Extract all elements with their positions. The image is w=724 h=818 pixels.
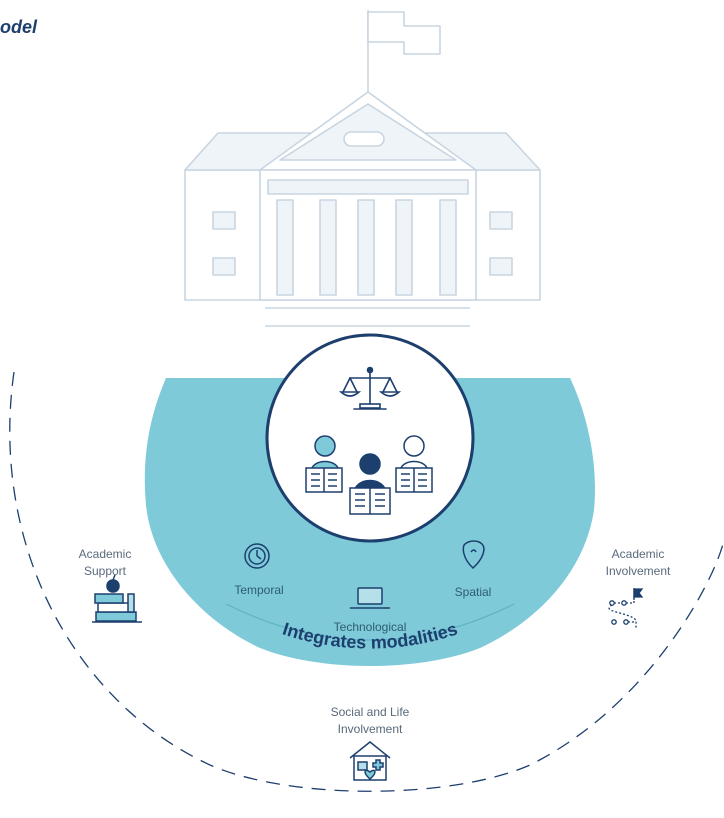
flag-icon	[367, 10, 441, 92]
academic-support-label-line1: Academic	[79, 547, 132, 561]
social-life-label-line2: Involvement	[338, 722, 403, 736]
temporal-label: Temporal	[234, 583, 283, 597]
academic-involvement-label-line1: Academic	[612, 547, 665, 561]
scales-of-justice-icon	[338, 366, 402, 410]
clock-icon	[244, 543, 270, 569]
laptop-icon	[350, 587, 390, 609]
diagram-title: odel	[0, 17, 38, 37]
university-building-icon	[184, 10, 541, 327]
spatial-label: Spatial	[455, 585, 492, 599]
technological-label: Technological	[334, 620, 407, 634]
books-apple-icon	[92, 574, 142, 623]
home-care-icon	[349, 741, 391, 781]
reading-students-icon	[305, 435, 433, 515]
social-life-label-line1: Social and Life	[331, 705, 410, 719]
path-flag-icon	[608, 588, 644, 629]
academic-involvement-label-line2: Involvement	[606, 564, 671, 578]
outer-dashed-arc	[9, 371, 724, 792]
location-pin-icon	[462, 540, 485, 570]
academic-support-label-line2: Support	[84, 564, 127, 578]
